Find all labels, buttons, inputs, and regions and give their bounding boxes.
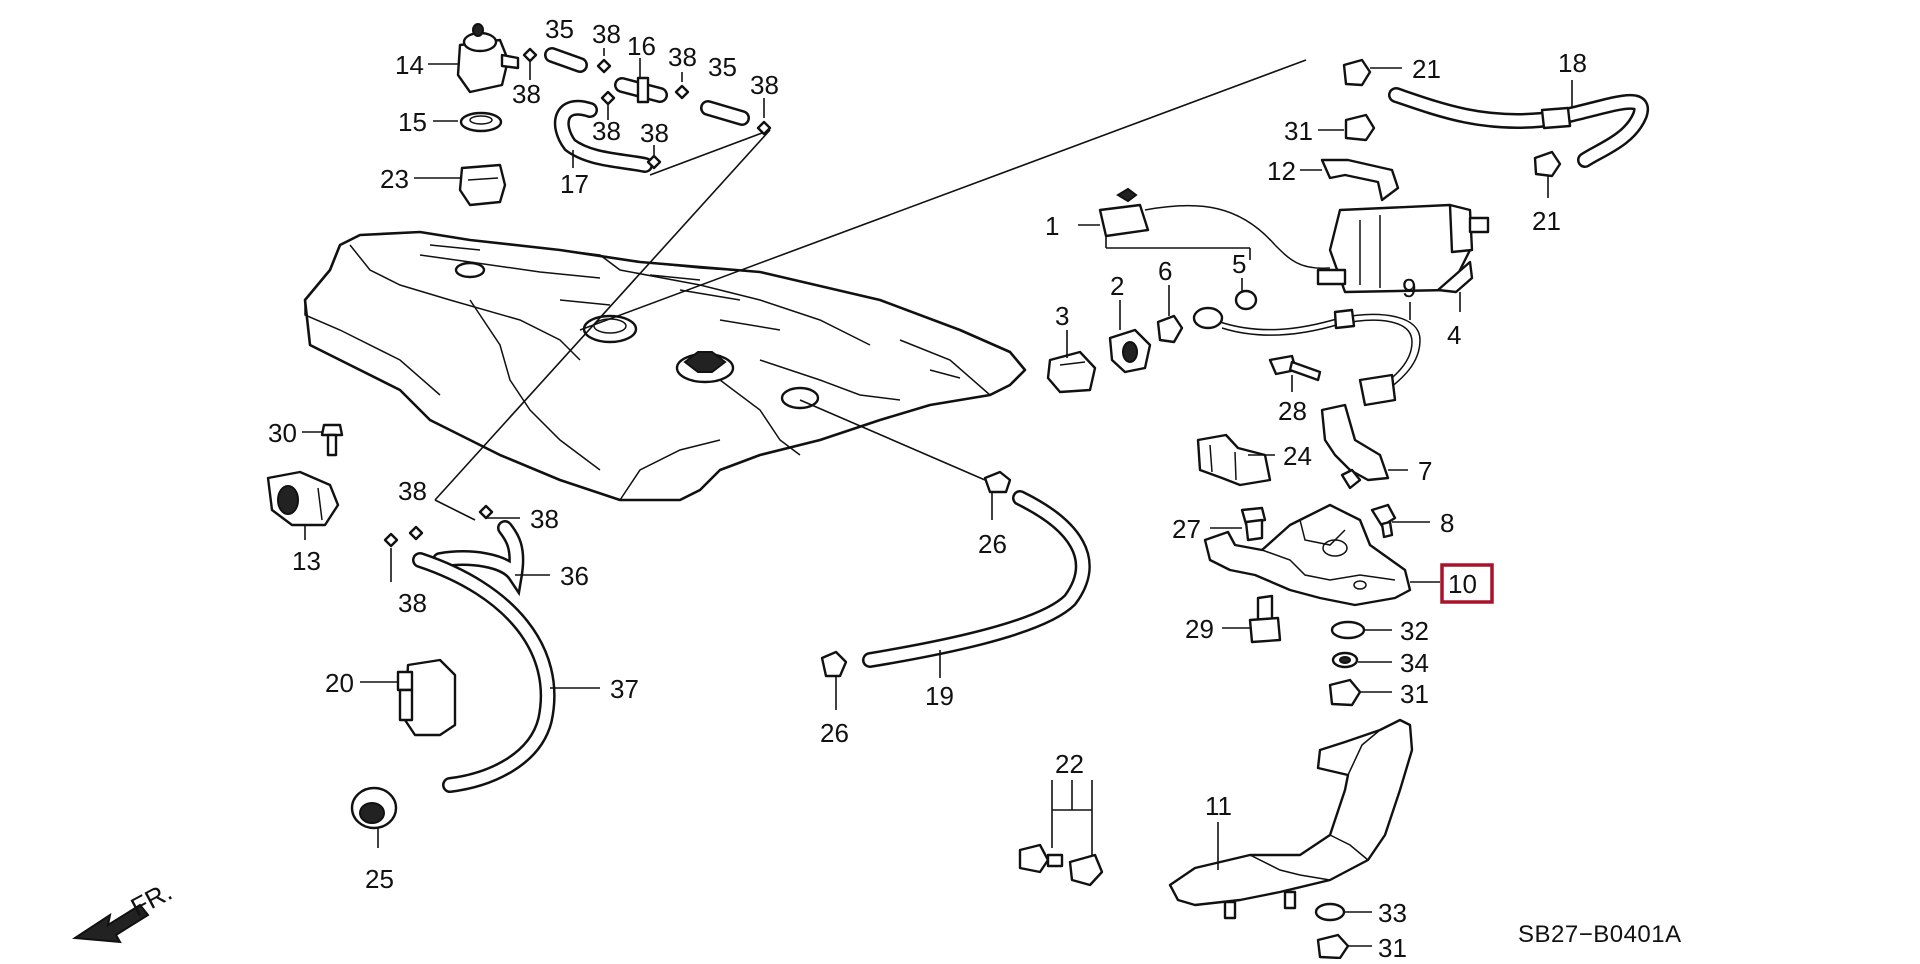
label-38-g: 38 <box>530 504 559 534</box>
label-38-h: 38 <box>398 476 427 506</box>
part-18 <box>1388 87 1649 168</box>
label-28: 28 <box>1278 396 1307 426</box>
part-10 <box>1203 503 1412 607</box>
part-33 <box>1314 902 1346 922</box>
label-26-a: 26 <box>978 529 1007 559</box>
label-35-b: 35 <box>708 52 737 82</box>
part-35-a <box>544 47 588 73</box>
label-32: 32 <box>1400 616 1429 646</box>
part-26-upper <box>983 470 1012 494</box>
part-9 <box>1192 306 1421 407</box>
label-23: 23 <box>380 164 409 194</box>
label-18: 18 <box>1558 48 1587 78</box>
label-38-f: 38 <box>750 70 779 100</box>
part-16 <box>614 76 668 104</box>
part-25 <box>350 786 398 830</box>
label-31-c: 31 <box>1378 933 1407 959</box>
diagram-code: SB27−B0401A <box>1518 921 1682 948</box>
label-38-e: 38 <box>640 118 669 148</box>
highlight-box[interactable] <box>1440 563 1494 604</box>
label-1: 1 <box>1045 211 1059 241</box>
label-4: 4 <box>1447 320 1461 350</box>
front-arrow-icon <box>72 903 150 944</box>
part-24 <box>1196 433 1272 487</box>
part-28 <box>1268 354 1322 382</box>
part-7 <box>1320 403 1390 490</box>
label-27: 27 <box>1172 514 1201 544</box>
label-12: 12 <box>1267 156 1296 186</box>
part-5 <box>1234 289 1258 311</box>
part-4 <box>1436 260 1474 294</box>
fuel-tank <box>303 230 1027 502</box>
label-19: 19 <box>925 681 954 711</box>
part-23 <box>458 163 507 207</box>
part-35-b <box>700 100 750 126</box>
part-6 <box>1156 314 1184 344</box>
label-36: 36 <box>560 561 589 591</box>
label-16: 16 <box>627 31 656 61</box>
part-31-bottom <box>1316 933 1350 960</box>
label-31-a: 31 <box>1284 116 1313 146</box>
label-3: 3 <box>1055 301 1069 331</box>
part-14 <box>456 23 520 94</box>
label-35-a: 35 <box>545 14 574 44</box>
label-38-b: 38 <box>592 19 621 49</box>
part-12 <box>1320 158 1400 202</box>
label-31-b: 31 <box>1400 679 1429 709</box>
part-30 <box>320 423 344 457</box>
part-34 <box>1331 651 1359 669</box>
part-13 <box>266 470 340 527</box>
label-6: 6 <box>1158 256 1172 286</box>
part-31-top <box>1344 113 1376 142</box>
label-26-b: 26 <box>820 718 849 748</box>
part-3 <box>1046 350 1097 394</box>
label-33: 33 <box>1378 898 1407 928</box>
label-8: 8 <box>1440 508 1454 538</box>
label-5: 5 <box>1232 249 1246 279</box>
label-13: 13 <box>292 546 321 576</box>
part-31-middle <box>1328 678 1362 707</box>
label-38-d: 38 <box>668 42 697 72</box>
part-21-lower <box>1533 150 1562 178</box>
part-11 <box>1168 718 1414 920</box>
part-26-lower <box>820 650 848 678</box>
part-36 <box>432 520 525 597</box>
label-11: 11 <box>1205 791 1232 821</box>
label-30: 30 <box>268 418 297 448</box>
label-17: 17 <box>560 169 589 199</box>
label-7: 7 <box>1418 456 1432 486</box>
label-2: 2 <box>1110 271 1124 301</box>
label-21-b: 21 <box>1532 206 1561 236</box>
label-21-a: 21 <box>1412 54 1441 84</box>
part-37 <box>412 552 556 793</box>
part-19 <box>862 490 1091 668</box>
label-38-a: 38 <box>512 79 541 109</box>
label-20: 20 <box>325 668 354 698</box>
label-24: 24 <box>1283 441 1312 471</box>
part-2 <box>1108 328 1152 374</box>
label-22: 22 <box>1055 749 1084 779</box>
label-38-i: 38 <box>398 588 427 618</box>
part-8 <box>1370 503 1397 539</box>
part-21-upper <box>1342 58 1372 87</box>
label-29: 29 <box>1185 614 1214 644</box>
part-22 <box>1018 843 1104 887</box>
label-14: 14 <box>395 50 424 80</box>
clips-38 <box>383 47 772 548</box>
part-29 <box>1248 594 1282 644</box>
label-38-c: 38 <box>592 116 621 146</box>
part-15 <box>459 111 503 133</box>
label-25: 25 <box>365 864 394 894</box>
part-32 <box>1330 620 1366 640</box>
label-34: 34 <box>1400 648 1429 678</box>
label-37: 37 <box>610 674 639 704</box>
label-15: 15 <box>398 107 427 137</box>
part-27 <box>1240 506 1267 542</box>
label-10[interactable]: 10 <box>1448 569 1477 599</box>
part-20 <box>396 658 457 737</box>
part-17 <box>553 99 653 173</box>
label-9: 9 <box>1402 273 1416 303</box>
